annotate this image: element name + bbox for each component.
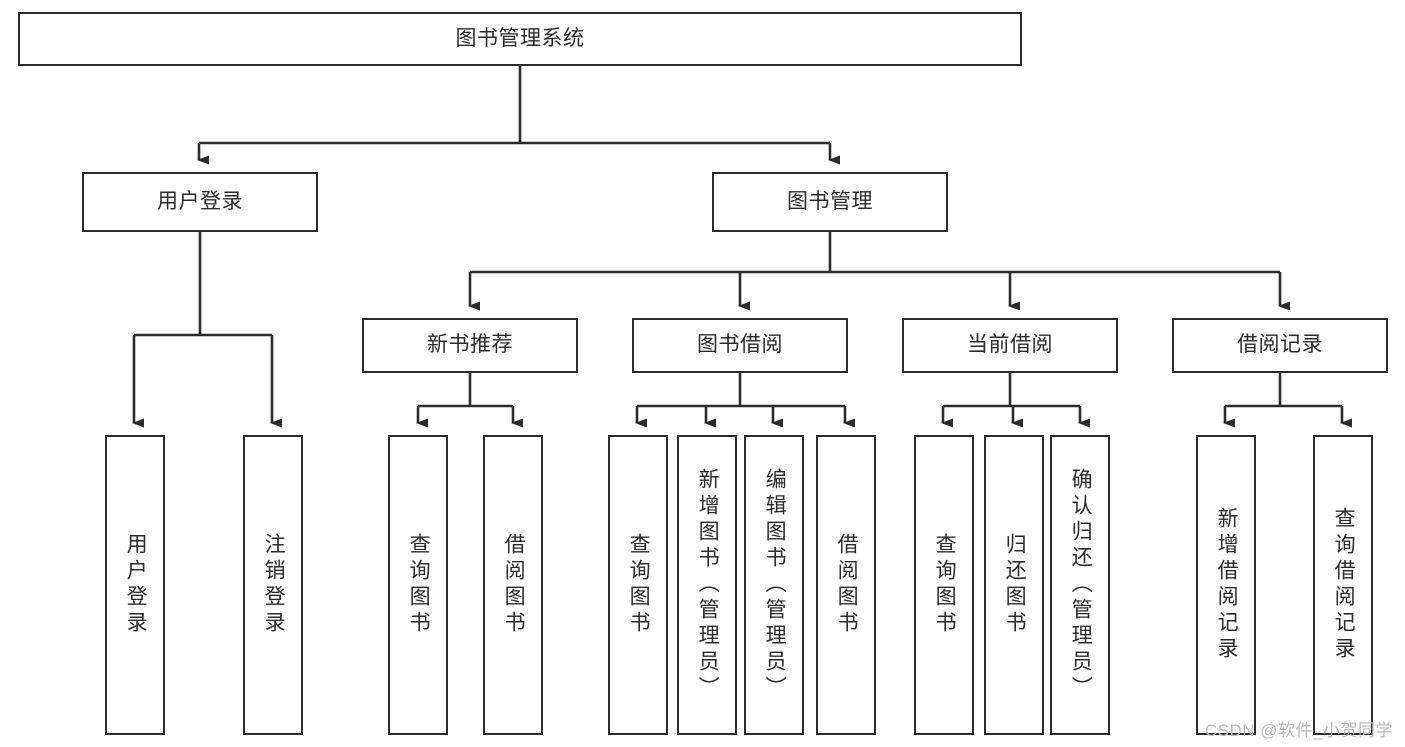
node-label: 编辑图书（管理员） <box>763 468 787 702</box>
node-label: 查询图书 <box>627 533 651 637</box>
node-label: 查询借阅记录 <box>1332 507 1356 663</box>
node-label: 查询图书 <box>407 533 431 637</box>
node-book-management[interactable]: 图书管理 <box>712 172 948 232</box>
node-label: 新书推荐 <box>427 333 513 357</box>
leaf-user-login-login[interactable]: 用户登录 <box>105 435 165 735</box>
leaf-current-borrow-return-book[interactable]: 归还图书 <box>984 435 1044 735</box>
node-label: 查询图书 <box>933 533 957 637</box>
node-label: 确认归还（管理员） <box>1069 468 1093 702</box>
leaf-new-book-query-book[interactable]: 查询图书 <box>388 435 448 735</box>
node-root-book-management-system[interactable]: 图书管理系统 <box>18 12 1022 66</box>
node-new-book-recommend[interactable]: 新书推荐 <box>362 318 578 373</box>
node-label: 注销登录 <box>262 533 286 637</box>
leaf-new-book-borrow-book[interactable]: 借阅图书 <box>483 435 543 735</box>
node-label: 当前借阅 <box>967 333 1053 357</box>
leaf-current-borrow-confirm-return-admin[interactable]: 确认归还（管理员） <box>1050 435 1110 735</box>
node-label: 图书借阅 <box>697 333 783 357</box>
node-borrow-record[interactable]: 借阅记录 <box>1172 318 1388 373</box>
leaf-borrow-record-add-record[interactable]: 新增借阅记录 <box>1196 435 1256 735</box>
leaf-book-borrow-query-book[interactable]: 查询图书 <box>608 435 668 735</box>
node-label: 新增借阅记录 <box>1215 507 1239 663</box>
leaf-book-borrow-edit-book-admin[interactable]: 编辑图书（管理员） <box>744 435 804 735</box>
leaf-book-borrow-add-book-admin[interactable]: 新增图书（管理员） <box>677 435 737 735</box>
node-label: 归还图书 <box>1003 533 1027 637</box>
leaf-user-login-logout[interactable]: 注销登录 <box>243 435 303 735</box>
node-label: 借阅记录 <box>1237 333 1323 357</box>
node-label: 图书管理 <box>787 189 873 213</box>
node-user-login[interactable]: 用户登录 <box>82 172 318 232</box>
node-label: 用户登录 <box>157 189 243 213</box>
leaf-book-borrow-borrow-book[interactable]: 借阅图书 <box>816 435 876 735</box>
node-label: 图书管理系统 <box>455 26 585 50</box>
node-label: 用户登录 <box>124 533 148 637</box>
leaf-borrow-record-query-record[interactable]: 查询借阅记录 <box>1313 435 1373 735</box>
node-label: 新增图书（管理员） <box>696 468 720 702</box>
node-book-borrow[interactable]: 图书借阅 <box>632 318 848 373</box>
node-label: 借阅图书 <box>835 533 859 637</box>
node-label: 借阅图书 <box>502 533 526 637</box>
watermark-text: CSDN @软件_小贺同学 <box>1204 721 1393 740</box>
node-current-borrow[interactable]: 当前借阅 <box>902 318 1118 373</box>
leaf-current-borrow-query-book[interactable]: 查询图书 <box>914 435 974 735</box>
